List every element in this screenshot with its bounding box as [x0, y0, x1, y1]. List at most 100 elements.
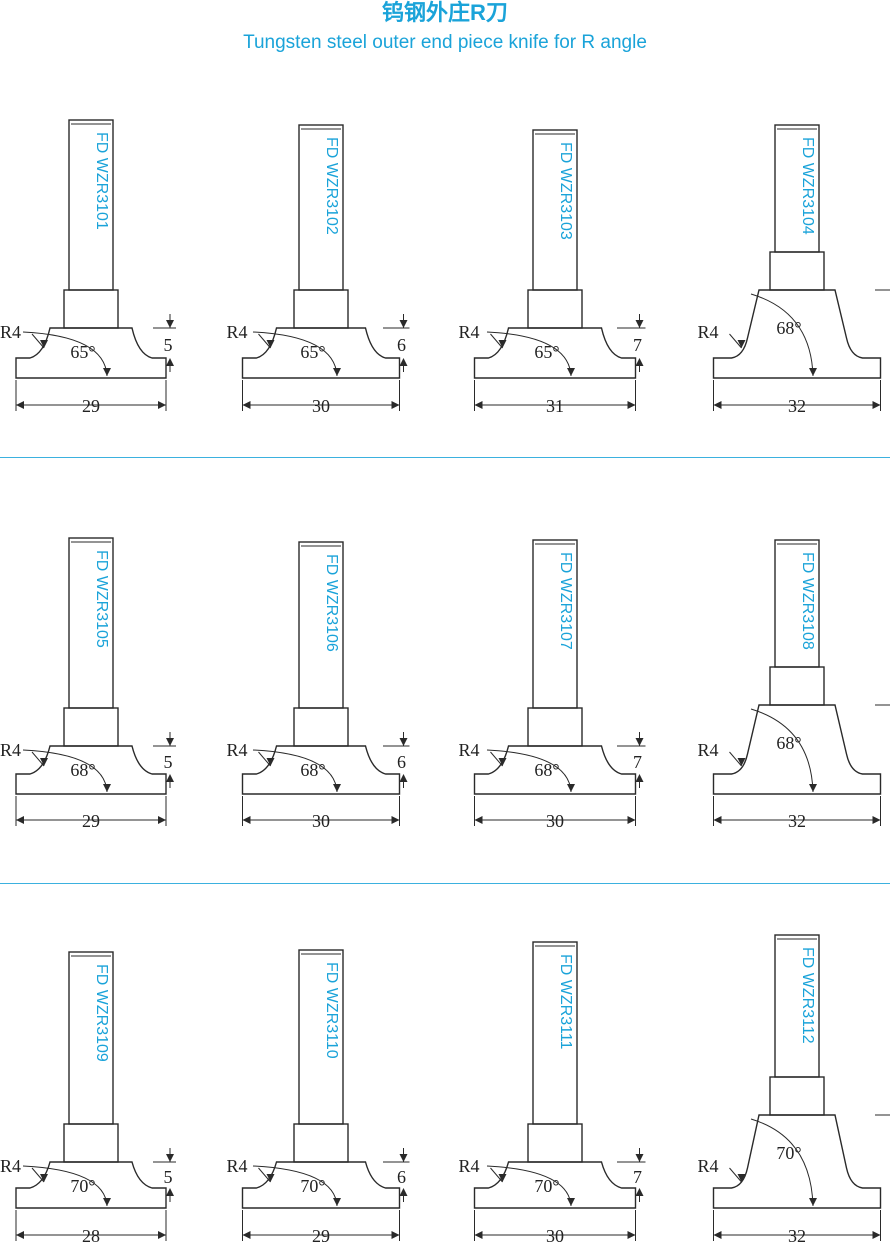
- radius-label: R4: [227, 740, 248, 760]
- radius-leader: [490, 751, 503, 767]
- cutter-profile: [241, 327, 401, 379]
- cutter-profile: [473, 1161, 637, 1209]
- arrow-head: [872, 401, 881, 409]
- radius-label: R4: [698, 1156, 719, 1176]
- width-label: 32: [788, 1226, 806, 1244]
- arrow-head: [872, 816, 881, 824]
- radius-label: R4: [459, 1156, 480, 1176]
- collar: [769, 666, 825, 706]
- arrow-head: [166, 738, 174, 746]
- arrow-head: [40, 1174, 48, 1182]
- arrow-head: [333, 1198, 341, 1206]
- cutter-profile: [712, 1114, 882, 1209]
- radius-label: R4: [0, 740, 21, 760]
- collar: [293, 1123, 349, 1163]
- angle-label: 70°: [776, 1143, 801, 1163]
- arrow-head: [809, 1198, 817, 1206]
- row-divider-1: [0, 457, 890, 458]
- arrow-head: [809, 784, 817, 792]
- arrow-head: [713, 1231, 722, 1239]
- radius-leader: [490, 333, 503, 349]
- model-label: FD WZR3106: [323, 554, 340, 652]
- arrow-head: [399, 774, 408, 782]
- arrow-head: [40, 758, 48, 766]
- width-label: 32: [788, 811, 806, 831]
- model-label: FD WZR3111: [557, 954, 574, 1050]
- radius-leader: [729, 1167, 742, 1183]
- collar: [63, 1123, 119, 1163]
- collar: [769, 251, 825, 291]
- height-label: 7: [633, 1167, 642, 1187]
- cutter-profile: [473, 745, 637, 795]
- arrow-head: [166, 1154, 174, 1162]
- arrow-head: [635, 1154, 644, 1162]
- arrow-head: [166, 358, 174, 366]
- width-label: 31: [546, 396, 564, 416]
- model-label: FD WZR3108: [799, 552, 816, 650]
- cutter-profile: [473, 327, 637, 379]
- height-label: 7: [633, 335, 642, 355]
- radius-label: R4: [459, 740, 480, 760]
- arrow-head: [737, 340, 746, 348]
- arrow-head: [399, 320, 408, 328]
- arrow-head: [399, 1188, 408, 1196]
- height-label: 5: [164, 335, 173, 355]
- knife-diagram: 3213R470°FD WZR3112: [698, 934, 890, 1244]
- model-label: FD WZR3101: [93, 132, 110, 230]
- radius-label: R4: [698, 322, 719, 342]
- width-label: 32: [788, 396, 806, 416]
- collar: [527, 289, 583, 329]
- arrow-head: [627, 816, 636, 824]
- width-label: 29: [82, 396, 100, 416]
- arrow-head: [635, 358, 644, 366]
- arrow-head: [166, 774, 174, 782]
- arrow-head: [16, 1231, 24, 1239]
- arrow-head: [627, 401, 636, 409]
- collar: [527, 707, 583, 747]
- width-label: 28: [82, 1226, 100, 1244]
- arrow-head: [166, 1188, 174, 1196]
- angle-arc: [486, 331, 572, 377]
- model-label: FD WZR3104: [799, 137, 816, 235]
- model-label: FD WZR3105: [93, 550, 110, 648]
- angle-label: 68°: [70, 760, 95, 780]
- angle-label: 68°: [300, 760, 325, 780]
- arrow-head: [266, 758, 275, 766]
- arrow-head: [872, 1231, 881, 1239]
- arrow-head: [713, 401, 722, 409]
- arrow-head: [158, 816, 166, 824]
- arrow-head: [399, 358, 408, 366]
- arrow-head: [103, 784, 111, 792]
- arrow-head: [242, 816, 251, 824]
- radius-leader: [258, 1167, 271, 1183]
- model-label: FD WZR3112: [799, 947, 816, 1044]
- arrow-head: [16, 401, 24, 409]
- arrow-head: [391, 401, 400, 409]
- arrow-head: [158, 401, 166, 409]
- width-label: 30: [312, 396, 330, 416]
- arrow-head: [266, 340, 275, 348]
- cutter-profile: [712, 704, 882, 795]
- cutter-profile: [15, 1161, 167, 1209]
- arrow-head: [333, 368, 341, 376]
- angle-label: 70°: [534, 1176, 559, 1196]
- row-divider-2: [0, 883, 890, 884]
- angle-arc: [750, 1118, 814, 1207]
- radius-label: R4: [227, 322, 248, 342]
- collar: [293, 707, 349, 747]
- height-label: 7: [633, 752, 642, 772]
- collar: [769, 1076, 825, 1116]
- angle-label: 68°: [776, 318, 801, 338]
- height-label: 6: [397, 1167, 406, 1187]
- arrow-head: [391, 816, 400, 824]
- angle-label: 70°: [70, 1176, 95, 1196]
- cutter-profile: [15, 327, 167, 379]
- cutter-profile: [712, 289, 882, 379]
